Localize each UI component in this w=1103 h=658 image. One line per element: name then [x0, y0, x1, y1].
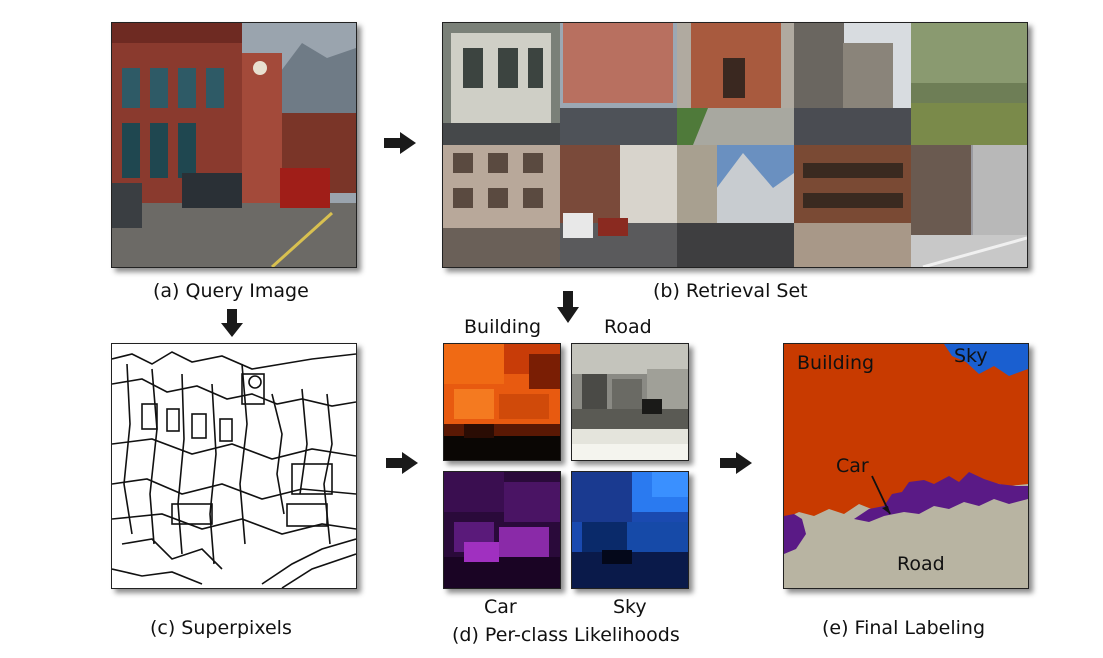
likelihood-label-car: Car [484, 596, 517, 618]
arrow-right-icon [384, 132, 416, 154]
arrow-right-icon [386, 452, 418, 474]
likelihood-building-map [443, 343, 561, 461]
caption-per-class-likelihoods: (d) Per-class Likelihoods [452, 624, 680, 646]
likelihood-label-building: Building [464, 316, 542, 338]
caption-query-image: (a) Query Image [153, 280, 309, 302]
final-labeling-map: Building Sky Car Road [783, 343, 1029, 589]
arrow-right-icon [720, 452, 752, 474]
arrow-down-icon [221, 309, 243, 337]
final-label-road: Road [897, 553, 945, 575]
final-label-car: Car [836, 455, 869, 477]
caption-retrieval-set: (b) Retrieval Set [653, 280, 808, 302]
likelihood-label-sky: Sky [613, 596, 647, 618]
superpixels-image [111, 343, 357, 589]
final-label-sky: Sky [954, 345, 988, 367]
final-label-building: Building [797, 352, 875, 374]
likelihood-car-map [443, 471, 561, 589]
likelihood-sky-map [571, 471, 689, 589]
likelihood-label-road: Road [604, 316, 652, 338]
retrieval-set [442, 22, 1028, 268]
caption-final-labeling: (e) Final Labeling [822, 617, 986, 639]
arrow-down-icon [557, 291, 579, 323]
query-image [111, 22, 357, 268]
likelihood-road-map [571, 343, 689, 461]
caption-superpixels: (c) Superpixels [150, 617, 292, 639]
